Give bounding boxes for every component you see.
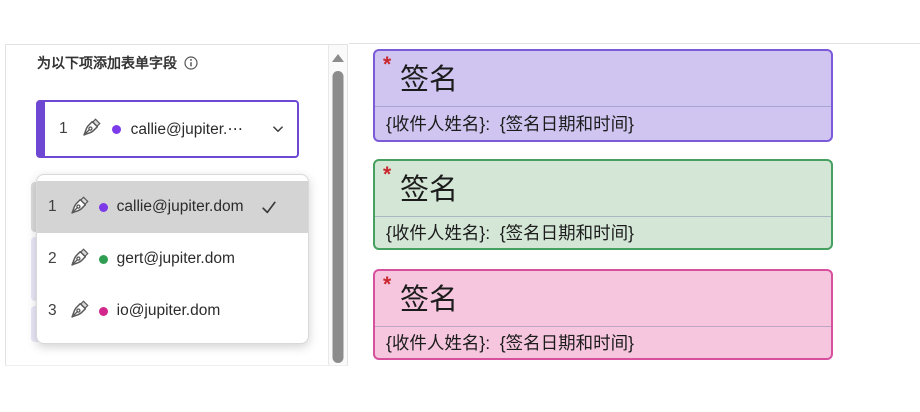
signature-field-title: 签名	[400, 64, 459, 96]
recipient-color-dot	[98, 202, 108, 212]
field-divider	[375, 216, 831, 217]
signature-field-details: {收件人姓名}: {签名日期和时间}	[386, 223, 634, 243]
field-divider	[375, 106, 831, 107]
recipient-color-dot	[111, 124, 121, 134]
signature-field-title: 签名	[400, 174, 459, 206]
pen-nib-icon	[66, 299, 90, 323]
signature-field-recipient-1[interactable]: * 签名 {收件人姓名}: {签名日期和时间}	[373, 49, 833, 142]
pen-nib-icon	[78, 117, 102, 141]
signature-field-recipient-3[interactable]: * 签名 {收件人姓名}: {签名日期和时间}	[373, 269, 833, 360]
recipient-option-1[interactable]: 1 callie@jupiter.dom	[37, 181, 308, 233]
recipient-order: 3	[48, 302, 57, 319]
info-circle-icon[interactable]	[183, 55, 199, 71]
form-fields-panel: 为以下项添加表单字段 1	[5, 44, 348, 366]
recipient-option-3[interactable]: 3 io@jupiter.dom	[37, 285, 308, 337]
recipient-order: 1	[48, 198, 57, 215]
panel-title: 为以下项添加表单字段	[37, 55, 177, 71]
signature-field-details: {收件人姓名}: {签名日期和时间}	[386, 114, 634, 134]
field-divider	[375, 326, 831, 327]
pen-nib-icon	[66, 195, 90, 219]
signature-field-details: {收件人姓名}: {签名日期和时间}	[386, 333, 634, 353]
panel-header: 为以下项添加表单字段	[37, 53, 199, 73]
pen-nib-icon	[66, 247, 90, 271]
recipient-color-dot	[98, 306, 108, 316]
recipient-email: callie@jupiter.dom	[116, 198, 244, 215]
required-asterisk: *	[383, 273, 392, 296]
recipient-option-2[interactable]: 2 gert@jupiter.dom	[37, 233, 308, 285]
recipient-order: 1	[59, 120, 68, 137]
recipient-email: io@jupiter.dom	[116, 302, 221, 319]
required-asterisk: *	[383, 163, 392, 186]
scrollbar-thumb[interactable]	[332, 71, 344, 363]
recipient-email: gert@jupiter.dom	[116, 250, 235, 267]
document-top-border	[349, 43, 920, 44]
recipient-color-dot	[98, 254, 108, 264]
signature-field-recipient-2[interactable]: * 签名 {收件人姓名}: {签名日期和时间}	[373, 159, 833, 250]
panel-scrollbar[interactable]	[328, 45, 348, 365]
chevron-down-icon	[269, 120, 287, 138]
recipient-order: 2	[48, 250, 57, 267]
required-asterisk: *	[383, 53, 392, 76]
selector-accent-bar	[38, 102, 45, 156]
recipient-menu: 1 callie@jupiter.dom	[36, 174, 309, 344]
selected-recipient-email: callie@jupiter.⋯	[130, 120, 243, 138]
scroll-up-arrow-icon[interactable]	[332, 54, 344, 62]
signature-field-title: 签名	[400, 284, 459, 316]
recipient-selector[interactable]: 1 callie@jupiter.⋯	[36, 100, 299, 158]
checkmark-icon	[259, 197, 279, 217]
